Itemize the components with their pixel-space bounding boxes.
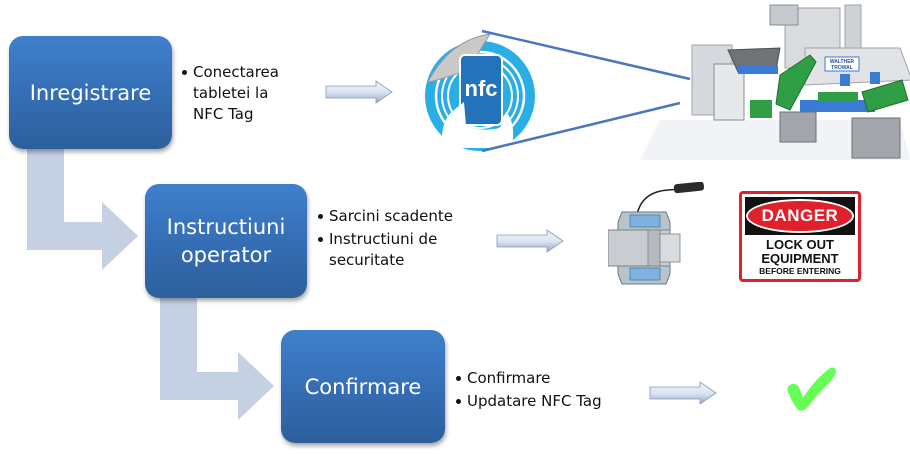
step-2-bullets: Sarcini scadente Instructiuni de securit… [317, 206, 487, 273]
danger-lockout-sign: DANGER LOCK OUT EQUIPMENT BEFORE ENTERIN… [739, 191, 861, 282]
step-title-inregistrare: Inregistrare [29, 80, 152, 105]
right-arrow-icon [496, 229, 564, 253]
right-arrow-icon [649, 381, 717, 405]
industrial-machine-image: WALTHER TROWAL [640, 4, 910, 160]
danger-header-band: DANGER [745, 197, 855, 235]
step-1-bullets: Conectarea tabletei la NFC Tag [181, 62, 311, 127]
danger-line: BEFORE ENTERING [759, 266, 841, 276]
bent-arrow-2 [160, 296, 274, 420]
step-box-inregistrare: Inregistrare [9, 36, 172, 149]
nfc-label: nfc [465, 76, 498, 101]
step-title-line: Instructiuni [166, 215, 286, 239]
danger-line: LOCK OUT [766, 237, 834, 252]
bullet-item: Instructiuni de securitate [317, 229, 487, 271]
bullet-line: Instructiuni de [329, 230, 438, 248]
machine-brand-text: TROWAL [831, 65, 853, 71]
bullet-line: NFC Tag [193, 105, 254, 123]
bullet-item: Sarcini scadente [317, 206, 487, 227]
bent-arrow-1 [27, 148, 138, 270]
right-arrow-icon [325, 80, 393, 104]
danger-header: DANGER [746, 199, 854, 233]
step-title-confirmare: Confirmare [304, 374, 422, 399]
bullet-line: tabletei la [193, 84, 269, 102]
bullet-item: Conectarea tabletei la NFC Tag [181, 62, 311, 125]
step-box-confirmare: Confirmare [281, 330, 445, 443]
machine-brand-text: WALTHER [830, 59, 855, 65]
danger-line: EQUIPMENT [761, 251, 839, 266]
bullet-line: Conectarea [193, 63, 279, 81]
bullet-item: Confirmare [455, 368, 635, 389]
step-box-instructiuni-operator: Instructiuni operator [145, 184, 307, 298]
nfc-tag-icon: nfc [425, 33, 535, 151]
bullet-item: Updatare NFC Tag [455, 391, 635, 412]
checkmark-icon [787, 367, 836, 411]
step-title-line: operator [180, 243, 272, 267]
step-3-bullets: Confirmare Updatare NFC Tag [455, 368, 635, 414]
bullet-line: securitate [329, 251, 405, 269]
bearing-sensor-image [608, 182, 705, 285]
